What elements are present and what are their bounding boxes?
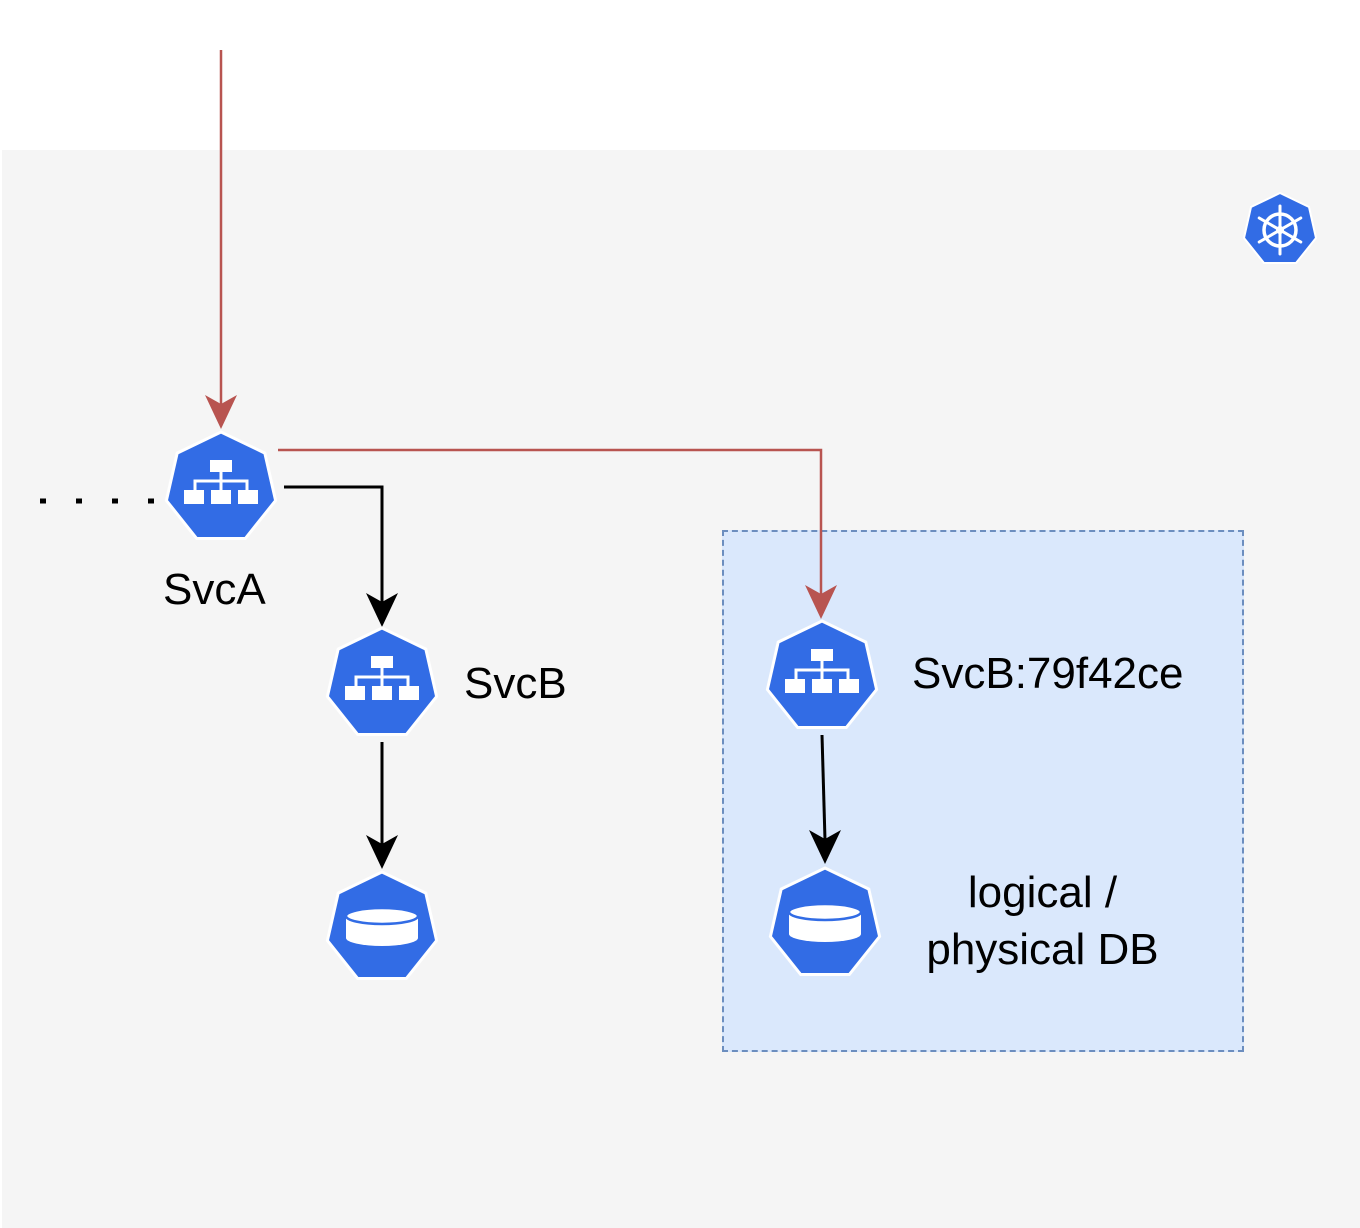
edge-ingress-to-svca bbox=[205, 50, 237, 429]
kubernetes-logo-icon bbox=[1242, 191, 1318, 264]
database-icon[interactable] bbox=[325, 870, 439, 980]
edge-svca-to-svcb bbox=[284, 485, 398, 627]
svcb-sandbox-icon[interactable] bbox=[765, 619, 879, 729]
sandbox-db-label: logical / physical DB bbox=[900, 864, 1185, 978]
edge-svcb-to-db bbox=[366, 742, 398, 869]
svcb-label: SvcB bbox=[464, 659, 567, 708]
sandbox-db-label-line2: physical DB bbox=[926, 925, 1159, 975]
svca-label: SvcA bbox=[163, 565, 266, 614]
sandbox-db-label-line1: logical / bbox=[967, 868, 1118, 917]
edge-sandbox-svcb-to-db bbox=[809, 734, 841, 864]
svcb-icon[interactable] bbox=[325, 626, 439, 736]
sandbox-database-icon[interactable] bbox=[768, 866, 882, 976]
edge-svca-to-sandbox bbox=[278, 448, 837, 619]
svcb-sandbox-label: SvcB:79f42ce bbox=[912, 649, 1184, 698]
svca-icon[interactable] bbox=[164, 430, 278, 540]
